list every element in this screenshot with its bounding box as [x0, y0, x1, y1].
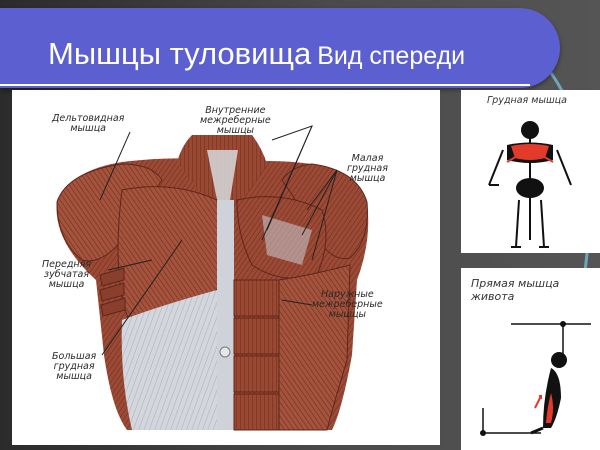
label-pectoralis-minor: Малая грудная мышца	[347, 153, 388, 184]
pectoral-muscle-label: Грудная мышца	[487, 95, 567, 106]
title-underline	[0, 84, 530, 86]
label-deltoid: Дельтовидная мышца	[52, 113, 125, 134]
pectoral-figure	[488, 121, 572, 248]
label-external-intercostal: Наружные межреберные мышцы	[312, 289, 383, 320]
label-pectoralis-major: Большая грудная мышца	[52, 351, 97, 382]
navel	[219, 346, 231, 358]
serratus-anterior	[99, 267, 126, 317]
pectoral-muscle-panel: Грудная мышца	[461, 90, 600, 253]
rectus-sheath	[121, 290, 224, 430]
title-subtitle: Вид спереди	[317, 42, 466, 70]
rectus-abdominis-label: Прямая мышца живота	[471, 277, 560, 303]
external-obliques	[278, 264, 351, 431]
torso-drawing	[56, 125, 369, 431]
title-main: Мышцы туловища	[48, 36, 312, 71]
label-internal-intercostal: Внутренние межреберные мышцы	[200, 105, 271, 136]
leader-lines	[99, 125, 338, 356]
rectus-abdominis-panel: Прямая мышца живота	[461, 268, 600, 450]
rectus-abdominis	[233, 279, 280, 431]
label-serratus-anterior: Передняя зубчатая мышца	[42, 259, 92, 290]
rectus-figure	[480, 321, 591, 436]
torso-muscles-illustration: Дельтовидная мышца Внутренние межреберны…	[12, 90, 440, 445]
